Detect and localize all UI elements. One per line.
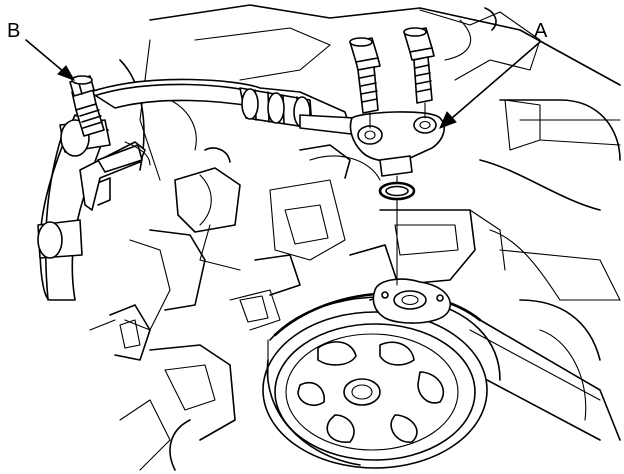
- line-fitting: [349, 111, 445, 177]
- engine-block: [89, 4, 621, 471]
- bolt-b: [69, 75, 105, 137]
- callout-a-label: A: [534, 20, 548, 42]
- return-hose: [37, 114, 151, 301]
- pump-body: [372, 278, 451, 324]
- callout-a: A: [439, 20, 548, 129]
- pulley: [262, 292, 621, 469]
- o-ring: [378, 181, 416, 201]
- callout-b-label: B: [7, 20, 20, 42]
- pressure-hose: [89, 78, 361, 136]
- flange-bolts: [349, 27, 435, 114]
- guide-lines: [369, 102, 426, 286]
- callout-b: B: [7, 20, 76, 81]
